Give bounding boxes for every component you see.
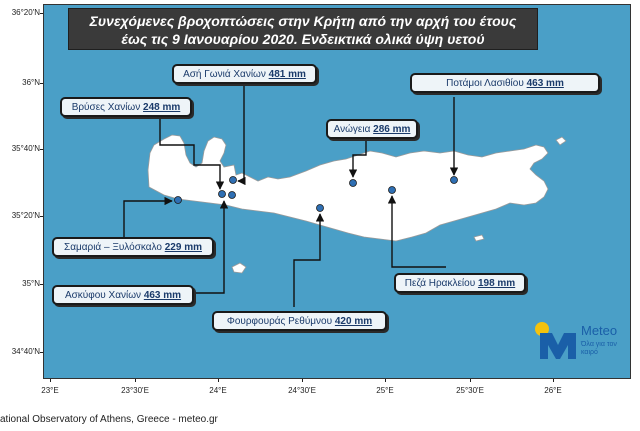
gavdos-islet xyxy=(231,262,247,274)
lon-tick xyxy=(302,379,303,382)
station-value: 229 mm xyxy=(164,242,202,253)
lat-label: 34°40'N xyxy=(11,347,40,356)
lat-tick xyxy=(40,352,43,353)
marker-askyfou[interactable] xyxy=(228,191,236,199)
callout-fourfouras[interactable]: Φουρφουράς Ρεθύμνου 420 mm xyxy=(212,311,387,331)
meteo-logo: Meteo Όλα για τον καιρό xyxy=(534,319,624,365)
station-name: Ασκύφου Χανίων xyxy=(64,290,142,301)
lon-tick xyxy=(135,379,136,382)
connector-peza xyxy=(387,195,446,268)
lon-label: 25°E xyxy=(376,386,394,395)
lon-label: 26°E xyxy=(544,386,562,395)
lat-label: 36°20'N xyxy=(11,8,40,17)
lon-tick xyxy=(50,379,51,382)
connector-askyfou xyxy=(194,200,229,294)
map-title-line2: έως τις 9 Ιανουαρίου 2020. Ενδεικτικά ολ… xyxy=(121,31,485,47)
lon-label: 23°30'E xyxy=(121,386,149,395)
map-title-line1: Συνεχόμενες βροχοπτώσεις στην Κρήτη από … xyxy=(89,13,517,29)
marker-anogeia[interactable] xyxy=(349,179,357,187)
station-name: Ασή Γωνιά Χανίων xyxy=(183,69,266,80)
station-name: Πεζά Ηρακλείου xyxy=(404,278,476,289)
marker-potamoi[interactable] xyxy=(450,176,458,184)
connector-fourfouras xyxy=(293,213,325,307)
logo-wordmark: Meteo xyxy=(581,323,618,338)
station-value: 463 mm xyxy=(143,290,182,301)
lat-label: 36°N xyxy=(22,78,40,87)
lon-label: 24°E xyxy=(209,386,227,395)
lon-label: 23°E xyxy=(41,386,59,395)
marker-peza[interactable] xyxy=(388,186,396,194)
station-name: Φουρφουράς Ρεθύμνου xyxy=(226,316,333,327)
map-area: Συνεχόμενες βροχοπτώσεις στην Κρήτη από … xyxy=(43,4,631,379)
lat-label: 35°40'N xyxy=(11,144,40,153)
lat-tick xyxy=(40,216,43,217)
station-name: Βρύσες Χανίων xyxy=(71,102,141,113)
callout-anogeia[interactable]: Ανώγεια 286 mm xyxy=(326,119,418,139)
lat-tick xyxy=(40,13,43,14)
connector-lines xyxy=(123,83,459,307)
lon-tick xyxy=(553,379,554,382)
station-name: Σαμαριά – Ξυλόσκαλο xyxy=(64,242,162,253)
station-name: Ποτάμοι Λασιθίου xyxy=(446,78,524,89)
lon-tick xyxy=(218,379,219,382)
connector-anogeia xyxy=(348,137,367,178)
station-value: 248 mm xyxy=(143,102,181,113)
crete-landmass xyxy=(147,134,549,242)
footer-credit: ational Observatory of Athens, Greece - … xyxy=(0,414,218,425)
lat-tick xyxy=(40,284,43,285)
lat-tick xyxy=(40,149,43,150)
station-value: 198 mm xyxy=(477,278,516,289)
station-value: 286 mm xyxy=(373,124,411,135)
station-value: 463 mm xyxy=(526,78,564,89)
lat-label: 35°N xyxy=(22,279,40,288)
callout-potamoi[interactable]: Ποτάμοι Λασιθίου 463 mm xyxy=(410,73,600,93)
meteo-logo-mark xyxy=(535,322,576,359)
lon-tick xyxy=(470,379,471,382)
callout-askyfou[interactable]: Ασκύφου Χανίων 463 mm xyxy=(52,285,194,305)
lat-tick xyxy=(40,83,43,84)
callout-asi-gonia[interactable]: Ασή Γωνιά Χανίων 481 mm xyxy=(172,64,317,84)
callout-samaria[interactable]: Σαμαριά – Ξυλόσκαλο 229 mm xyxy=(52,237,214,257)
connector-vryses xyxy=(159,117,225,190)
marker-fourfouras[interactable] xyxy=(316,204,324,212)
marker-samaria[interactable] xyxy=(174,196,182,204)
station-name: Ανώγεια xyxy=(333,124,371,135)
connector-samaria xyxy=(123,196,173,237)
lon-label: 25°30'E xyxy=(456,386,484,395)
east-islet xyxy=(555,136,567,146)
marker-asi-gonia[interactable] xyxy=(229,176,237,184)
lat-label: 35°20'N xyxy=(11,211,40,220)
station-value: 481 mm xyxy=(268,69,306,80)
marker-vryses[interactable] xyxy=(218,190,226,198)
chrysi-islet xyxy=(473,234,485,242)
lon-tick xyxy=(385,379,386,382)
callout-vryses[interactable]: Βρύσες Χανίων 248 mm xyxy=(60,97,192,117)
callout-peza[interactable]: Πεζά Ηρακλείου 198 mm xyxy=(394,273,526,293)
map-title: Συνεχόμενες βροχοπτώσεις στην Κρήτη από … xyxy=(68,8,538,50)
logo-tagline: Όλα για τον καιρό xyxy=(581,341,617,356)
connector-asi-gonia xyxy=(237,83,246,186)
lon-label: 24°30'E xyxy=(288,386,316,395)
station-value: 420 mm xyxy=(334,316,373,327)
